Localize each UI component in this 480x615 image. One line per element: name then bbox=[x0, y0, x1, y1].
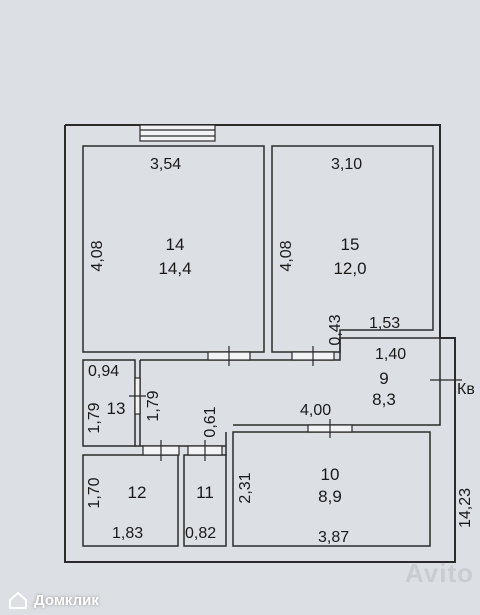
room-15-area: 12,0 bbox=[333, 259, 366, 278]
dim-1-79-right: 1,79 bbox=[145, 390, 162, 421]
dim-3-10: 3,10 bbox=[331, 156, 362, 173]
room-12-number: 12 bbox=[128, 483, 147, 502]
dim-3-54: 3,54 bbox=[150, 156, 181, 173]
watermark-brand-text: Домклик bbox=[34, 591, 99, 609]
doors bbox=[129, 346, 353, 461]
outer-walls bbox=[64, 124, 456, 563]
dim-0-61: 0,61 bbox=[202, 406, 219, 437]
dim-4-08-right: 4,08 bbox=[278, 240, 295, 271]
room-13-number: 13 bbox=[107, 399, 126, 418]
room-labels: 14 14,4 15 12,0 9 8,3 13 10 8,9 12 11 bbox=[107, 235, 396, 506]
room-10-number: 10 bbox=[321, 465, 340, 484]
room-9-area: 8,3 bbox=[372, 390, 396, 409]
watermark-brand: Домклик bbox=[8, 591, 99, 609]
dim-0-43: 0,43 bbox=[327, 314, 344, 345]
room-12-outline bbox=[82, 454, 179, 547]
dim-1-53: 1,53 bbox=[369, 315, 400, 332]
room-14-number: 14 bbox=[166, 235, 185, 254]
dim-3-87: 3,87 bbox=[318, 529, 349, 546]
dim-0-94: 0,94 bbox=[88, 363, 119, 380]
room-14-outline bbox=[82, 145, 265, 353]
house-logo-icon bbox=[9, 591, 27, 609]
room-14-area: 14,4 bbox=[158, 259, 191, 278]
room-15-number: 15 bbox=[341, 235, 360, 254]
room-15-outline bbox=[271, 145, 434, 353]
dim-2-31: 2,31 bbox=[237, 472, 254, 503]
room-9-number: 9 bbox=[379, 369, 388, 388]
dim-4-08-left: 4,08 bbox=[89, 240, 106, 271]
dim-4-00: 4,00 bbox=[300, 402, 331, 419]
room-9-outline bbox=[233, 338, 441, 426]
window bbox=[139, 124, 216, 142]
dim-1-40: 1,40 bbox=[375, 346, 406, 363]
room-11-number: 11 bbox=[196, 483, 214, 502]
room-10-area: 8,9 bbox=[318, 487, 342, 506]
watermark-right: Avito bbox=[404, 558, 474, 588]
side-label: Кв bbox=[457, 381, 475, 398]
dim-1-70: 1,70 bbox=[86, 477, 103, 508]
dim-0-82: 0,82 bbox=[185, 525, 216, 542]
dim-1-79-left: 1,79 bbox=[86, 402, 103, 433]
dim-1-83: 1,83 bbox=[112, 525, 143, 542]
dimension-labels: 3,54 3,10 1,53 1,40 0,94 4,00 1,83 0,82 … bbox=[86, 156, 475, 546]
dim-14-23: 14,23 bbox=[457, 488, 474, 528]
